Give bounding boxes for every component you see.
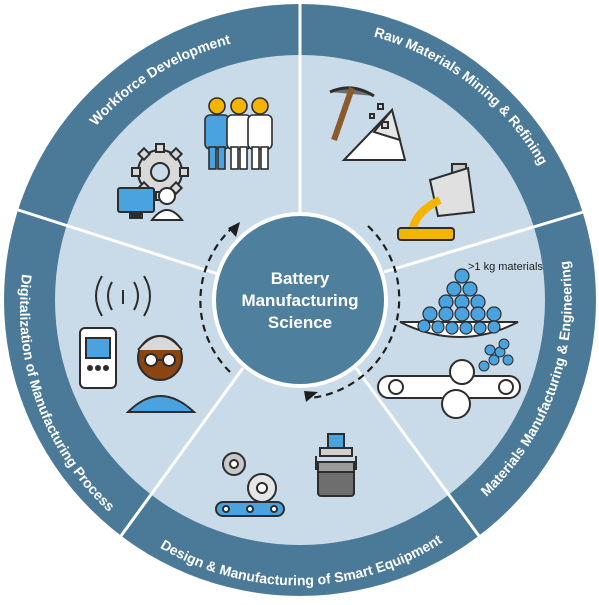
robotic-gripper-icon <box>315 433 357 497</box>
workforce-people-icon <box>204 97 273 170</box>
center-title-line1: Battery <box>271 269 330 288</box>
smelting-crucible-icon <box>397 163 476 241</box>
material-spheres-pile-icon <box>399 268 519 338</box>
cycle-arrows <box>199 225 401 400</box>
wireless-signal-icon <box>95 275 151 317</box>
materials-quantity-label: >1 kg materials <box>468 261 543 273</box>
person-glasses-icon <box>125 335 197 413</box>
cycle-arrowhead-right <box>304 391 318 402</box>
gears-conveyor-icon <box>215 452 285 517</box>
tablet-device-icon <box>79 327 117 389</box>
pickaxe-mountain-icon <box>329 86 407 161</box>
cycle-arrowhead-left <box>228 222 240 237</box>
center-title-line3: Science <box>268 313 332 332</box>
roller-conveyor-icon <box>377 338 521 419</box>
center-title-line2: Manufacturing <box>241 291 358 310</box>
center-circle <box>212 212 388 388</box>
computer-user-gear-icon <box>117 143 189 221</box>
sector-dividers <box>11 4 591 541</box>
